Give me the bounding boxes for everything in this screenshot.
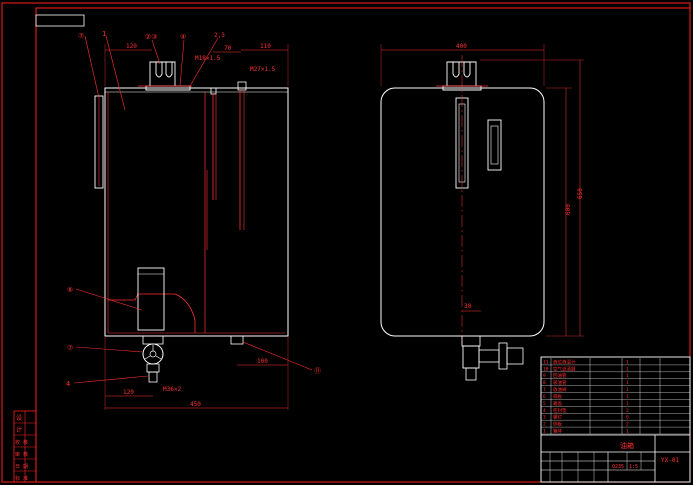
part-no: 8 xyxy=(543,380,546,386)
part-no: 3 xyxy=(543,415,546,421)
part-name: 空气滤清器 xyxy=(553,365,576,372)
front-tank-body xyxy=(380,87,545,337)
dim-650: 650 xyxy=(577,188,584,199)
part-no: 11 xyxy=(543,359,549,365)
stamp-5: 日 期 xyxy=(15,464,28,470)
drawing-number: YX-01 xyxy=(661,457,679,464)
part-qty: 1 xyxy=(626,366,629,372)
part-name: 液位液温计 xyxy=(553,358,576,365)
front-thermometer xyxy=(487,119,502,171)
label-4: 4 xyxy=(66,380,70,388)
part-qty: 1 xyxy=(626,373,629,379)
stamp-1: 设 xyxy=(16,414,22,422)
part-qty: 6 xyxy=(626,415,629,421)
side-bottom-boss xyxy=(230,335,244,345)
stamp-6: 标 准 xyxy=(15,475,28,482)
part-name: 回油管 xyxy=(553,372,567,379)
balloon-8: ⑧ xyxy=(67,286,73,294)
dim-70-top: 70 xyxy=(224,45,232,52)
dim-600: 600 xyxy=(565,204,572,215)
thread-top-label: M18×1.5 xyxy=(195,55,221,62)
side-view: ⑦ 1 ②③ ④ 2,3 120 70 110 M18×1.5 M27×1.5 … xyxy=(66,30,321,410)
side-return-tube xyxy=(210,87,217,95)
stamp-3: 校 核 xyxy=(15,439,28,446)
part-qty: 1 xyxy=(626,387,629,393)
balloon-top-3: ②③ xyxy=(145,33,158,41)
side-tank-body xyxy=(104,87,289,337)
part-name: 箱盖 xyxy=(553,400,562,407)
dim-110-top: 110 xyxy=(260,43,271,50)
part-name: 密封垫 xyxy=(553,407,567,414)
part-qty: 1 xyxy=(626,394,629,400)
front-view: 400 600 650 30 xyxy=(380,43,584,381)
dim-120-top: 120 xyxy=(126,43,137,50)
part-name: 侧板 xyxy=(553,421,562,428)
front-drain-valve xyxy=(461,335,524,381)
dim-100: 100 xyxy=(257,358,268,365)
side-breather xyxy=(145,61,191,91)
part-qty: 1 xyxy=(626,429,629,435)
title-block: 油箱 YX-01 Q235 1:5 xyxy=(540,356,691,483)
part-qty: 1 xyxy=(626,359,629,365)
part-name: 隔板 xyxy=(553,393,562,400)
part-qty: 2 xyxy=(626,408,629,414)
part-qty: 2 xyxy=(626,422,629,428)
dim-30: 30 xyxy=(464,303,472,310)
dim-450: 450 xyxy=(190,401,201,408)
balloon-11: ⑪ xyxy=(314,367,321,375)
left-stamp-strip: 设 计 校 核 审 核 日 期 标 准 xyxy=(13,410,37,483)
side-suction-tube xyxy=(237,81,247,91)
dim-400: 400 xyxy=(456,43,467,50)
side-sight-gauge xyxy=(94,95,104,189)
balloon-7: ⑦ xyxy=(67,344,73,352)
dim-120-bottom: 120 xyxy=(123,389,134,396)
balloon-top-1: ⑦ xyxy=(78,32,84,40)
side-drain-cup xyxy=(108,293,196,333)
balloon-top-5: 2,3 xyxy=(214,32,225,39)
part-qty: 1 xyxy=(626,401,629,407)
corner-label-box xyxy=(35,14,85,27)
thread-port-label: M27×1.5 xyxy=(250,66,276,73)
stamp-4: 审 核 xyxy=(15,451,28,458)
inner-border xyxy=(35,7,691,483)
part-no: 10 xyxy=(543,366,549,372)
thread-bottom-label: M36×2 xyxy=(163,386,181,393)
part-no: 7 xyxy=(543,387,546,393)
part-name: 放油阀 xyxy=(553,386,567,393)
part-no: 4 xyxy=(543,408,546,414)
front-breather xyxy=(442,61,482,91)
part-name: 螺钉 xyxy=(553,414,562,421)
stamp-2: 计 xyxy=(16,426,22,434)
part-name: 箱体 xyxy=(553,428,562,435)
part-no: 1 xyxy=(543,429,546,435)
scale-cell: 1:5 xyxy=(629,464,638,470)
part-qty: 1 xyxy=(626,380,629,386)
side-drain-valve xyxy=(142,335,164,383)
balloon-top-2: 1 xyxy=(102,30,106,38)
part-name: 吸油管 xyxy=(553,379,567,386)
part-no: 2 xyxy=(543,422,546,428)
balloon-top-4: ④ xyxy=(180,33,186,41)
part-no: 6 xyxy=(543,394,546,400)
drawing-title: 油箱 xyxy=(620,441,634,450)
part-no: 9 xyxy=(543,373,546,379)
material-cell: Q235 xyxy=(612,464,624,470)
part-no: 5 xyxy=(543,401,546,407)
